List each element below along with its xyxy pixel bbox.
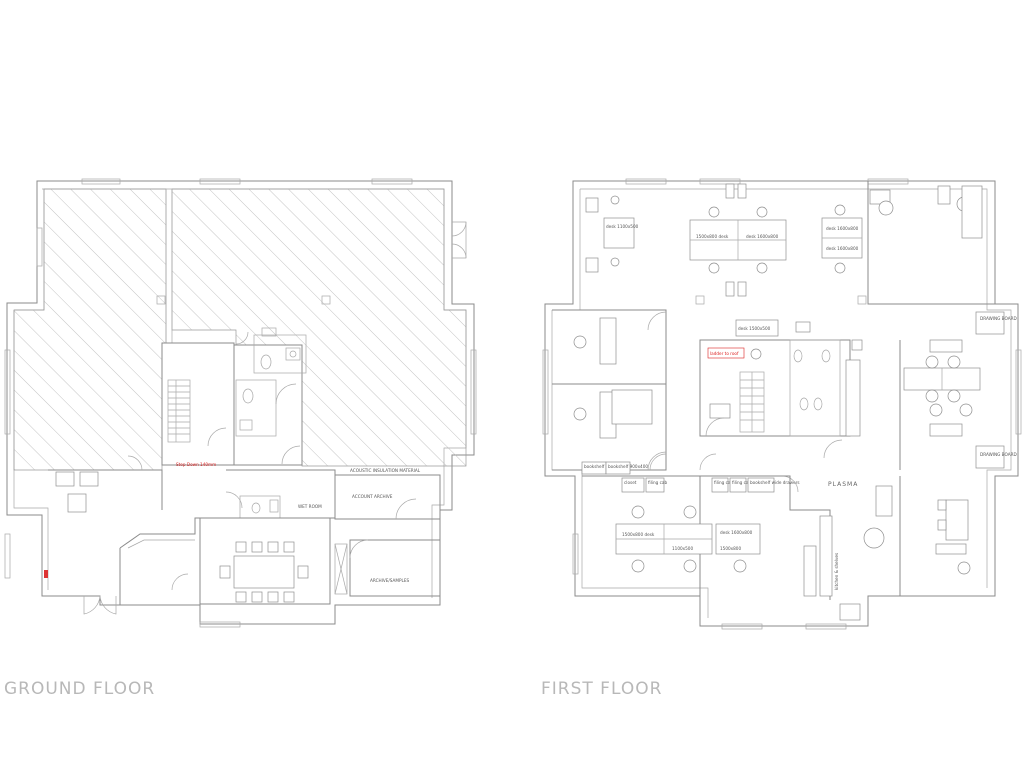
bookshelf-label-2: bookshelf 900x400 (608, 464, 648, 469)
first-floor-plan: desk 1100x500 1500x800 desk desk 1600x80… (542, 178, 1022, 630)
desk-label-10: desk 1600x800 (720, 530, 753, 535)
filing-label-3: filing cab (732, 480, 751, 485)
first-floor-title: FIRST FLOOR (541, 679, 662, 699)
account-archive-label: ACCOUNT ARCHIVE (352, 494, 393, 499)
account-archive (334, 474, 441, 520)
bookshelf-label-1: bookshelf 790x400 (584, 464, 624, 469)
meeting-room (199, 517, 331, 605)
ladder-label: ladder to roof (710, 351, 739, 356)
desk-label-8: 1100x500 (672, 546, 693, 551)
filing-label-2: filing cab (714, 480, 733, 485)
kitchen-label: kitchen & shelves (834, 553, 839, 590)
armchair (79, 471, 99, 487)
plasma-label: PLASMA (828, 481, 858, 488)
desk-label-4: desk 1600x800 (826, 226, 859, 231)
cabinet-label-1: closet (624, 480, 637, 485)
acoustic-label: ACOUSTIC INSULATION MATERIAL (350, 468, 421, 473)
wet-room-label: WET ROOM (298, 504, 322, 509)
desk-label-3: desk 1600x800 (746, 234, 779, 239)
bookshelf-label-3: bookshelf wide drawers (750, 480, 800, 485)
desk-label-1: desk 1100x500 (606, 224, 639, 229)
desk-label-6: desk 1500x500 (738, 326, 771, 331)
drawing-board-label-2: DRAWING BOARD (980, 452, 1017, 457)
ground-floor-plan: WET ROOM ACOUSTIC INSULATION MATERIAL AC… (4, 178, 477, 628)
desk-label-2: 1500x800 desk (696, 234, 729, 239)
desk-label-7: 1500x800 desk (622, 532, 655, 537)
archive-samples-room (349, 539, 441, 597)
filing-label-1: filing cab (648, 480, 667, 485)
desk-label-5: desk 1600x800 (826, 246, 859, 251)
meeting-table (233, 555, 295, 589)
hatched-area-right (171, 188, 467, 467)
archive-samples-label: ARCHIVE/SAMPLES (370, 578, 410, 583)
ground-floor-title: GROUND FLOOR (4, 679, 155, 699)
ground-floor-outer-wall (6, 180, 475, 625)
coffee-table (67, 493, 87, 513)
first-floor-outer-wall (544, 180, 1019, 627)
armchair (55, 471, 75, 487)
wc-cluster (233, 344, 303, 466)
drawing-board-label-1: DRAWING BOARD (980, 316, 1017, 321)
desk-label-9: 1500x800 (720, 546, 741, 551)
step-down-label: Step Down 140mm (176, 462, 216, 467)
